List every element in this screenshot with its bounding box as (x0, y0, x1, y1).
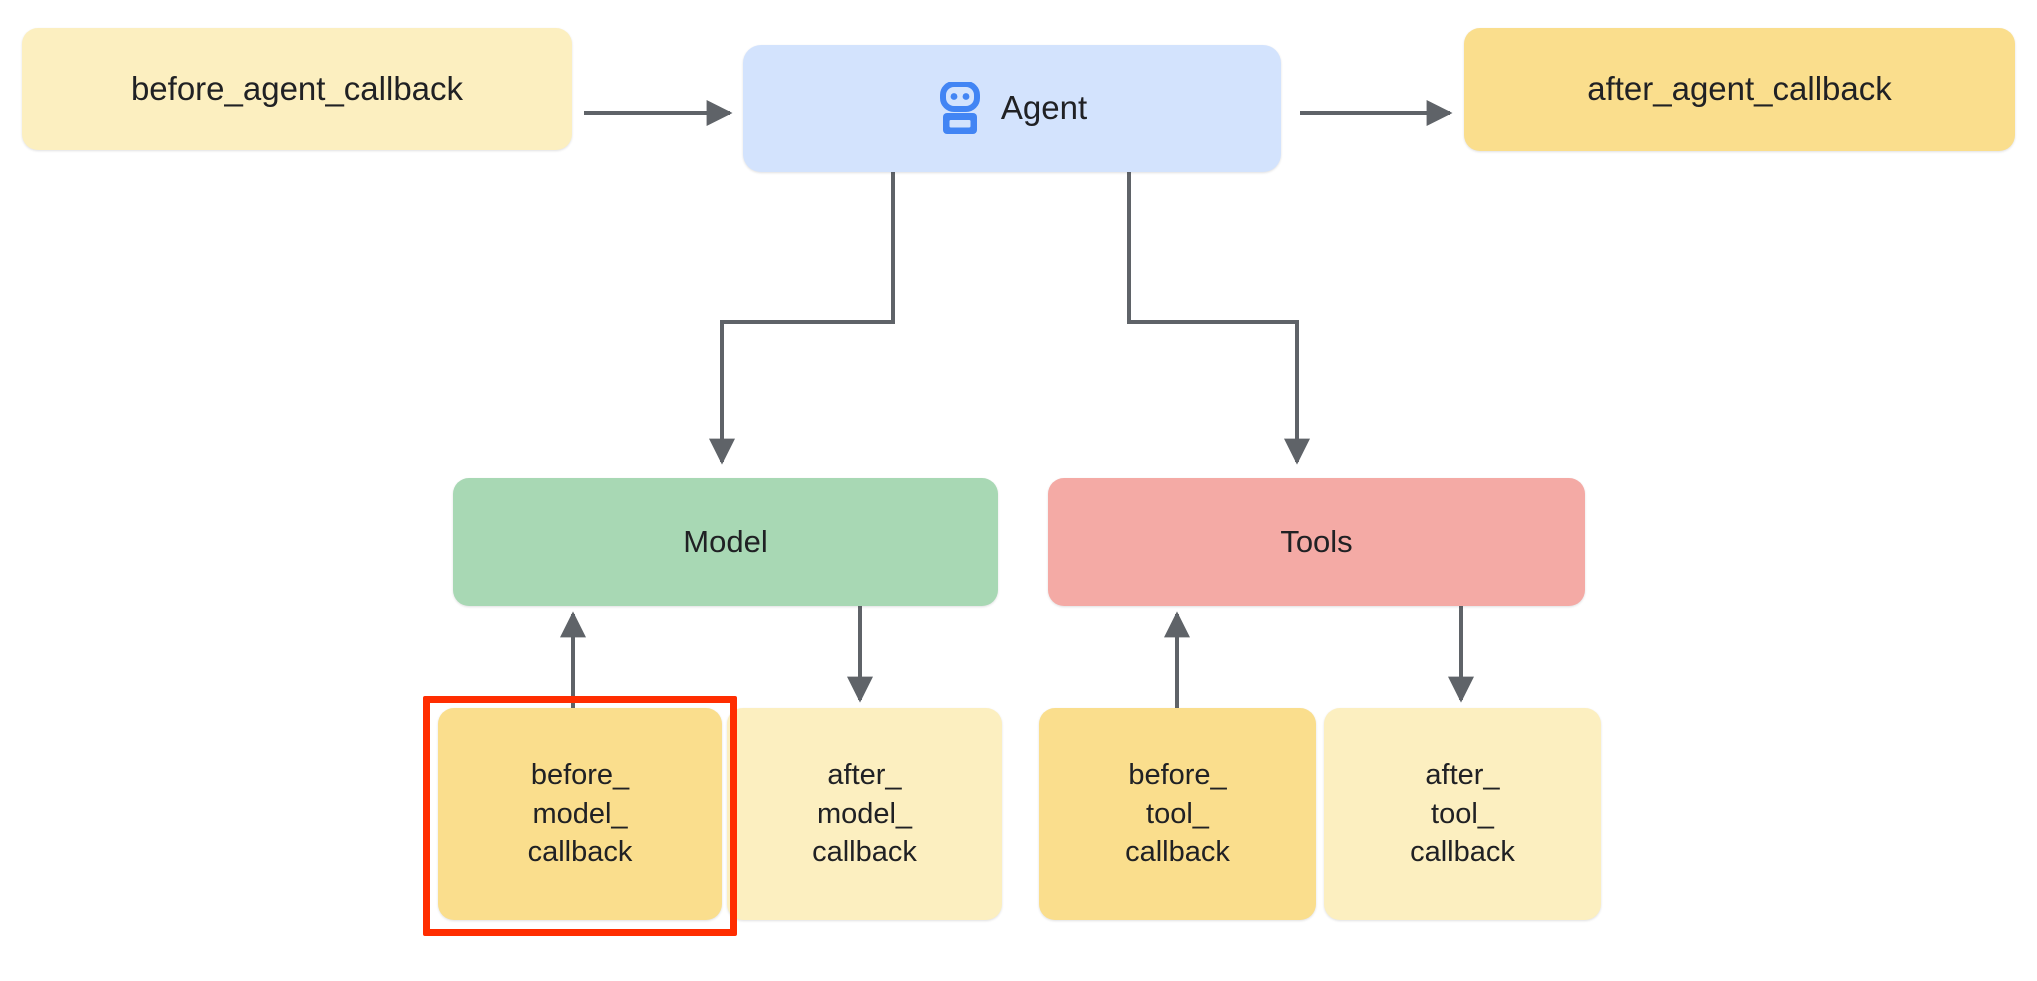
node-agent-label: Agent (1000, 89, 1088, 127)
node-model[interactable]: Model (453, 478, 998, 606)
edge-agent-to-tools (1127, 172, 1310, 465)
highlight-box-before-model-callback (423, 696, 737, 936)
node-before-agent-callback-label: before_agent_callback (130, 69, 464, 107)
node-agent[interactable]: Agent (743, 45, 1281, 172)
node-model-label: Model (683, 524, 768, 560)
node-after-tool-callback-label: after_ tool_ callback (1410, 758, 1515, 869)
node-before-model-callback-label: before_ model_ callback (527, 758, 633, 869)
node-before-model-callback[interactable]: before_ model_ callback (438, 708, 722, 920)
node-before-tool-callback-label: before_ tool_ callback (1125, 758, 1230, 869)
node-tools[interactable]: Tools (1048, 478, 1585, 606)
node-after-agent-callback-label: after_agent_callback (1587, 70, 1892, 108)
node-after-tool-callback[interactable]: after_ tool_ callback (1324, 708, 1601, 920)
node-tools-label: Tools (1280, 524, 1353, 560)
node-after-model-callback-label: after_ model_ callback (812, 758, 917, 869)
node-before-tool-callback[interactable]: before_ tool_ callback (1039, 708, 1316, 920)
robot-icon (937, 80, 983, 136)
node-after-agent-callback[interactable]: after_agent_callback (1464, 28, 2015, 151)
node-before-agent-callback[interactable]: before_agent_callback (22, 28, 572, 150)
edge-agent-to-model (709, 172, 895, 465)
node-after-model-callback[interactable]: after_ model_ callback (727, 708, 1002, 920)
